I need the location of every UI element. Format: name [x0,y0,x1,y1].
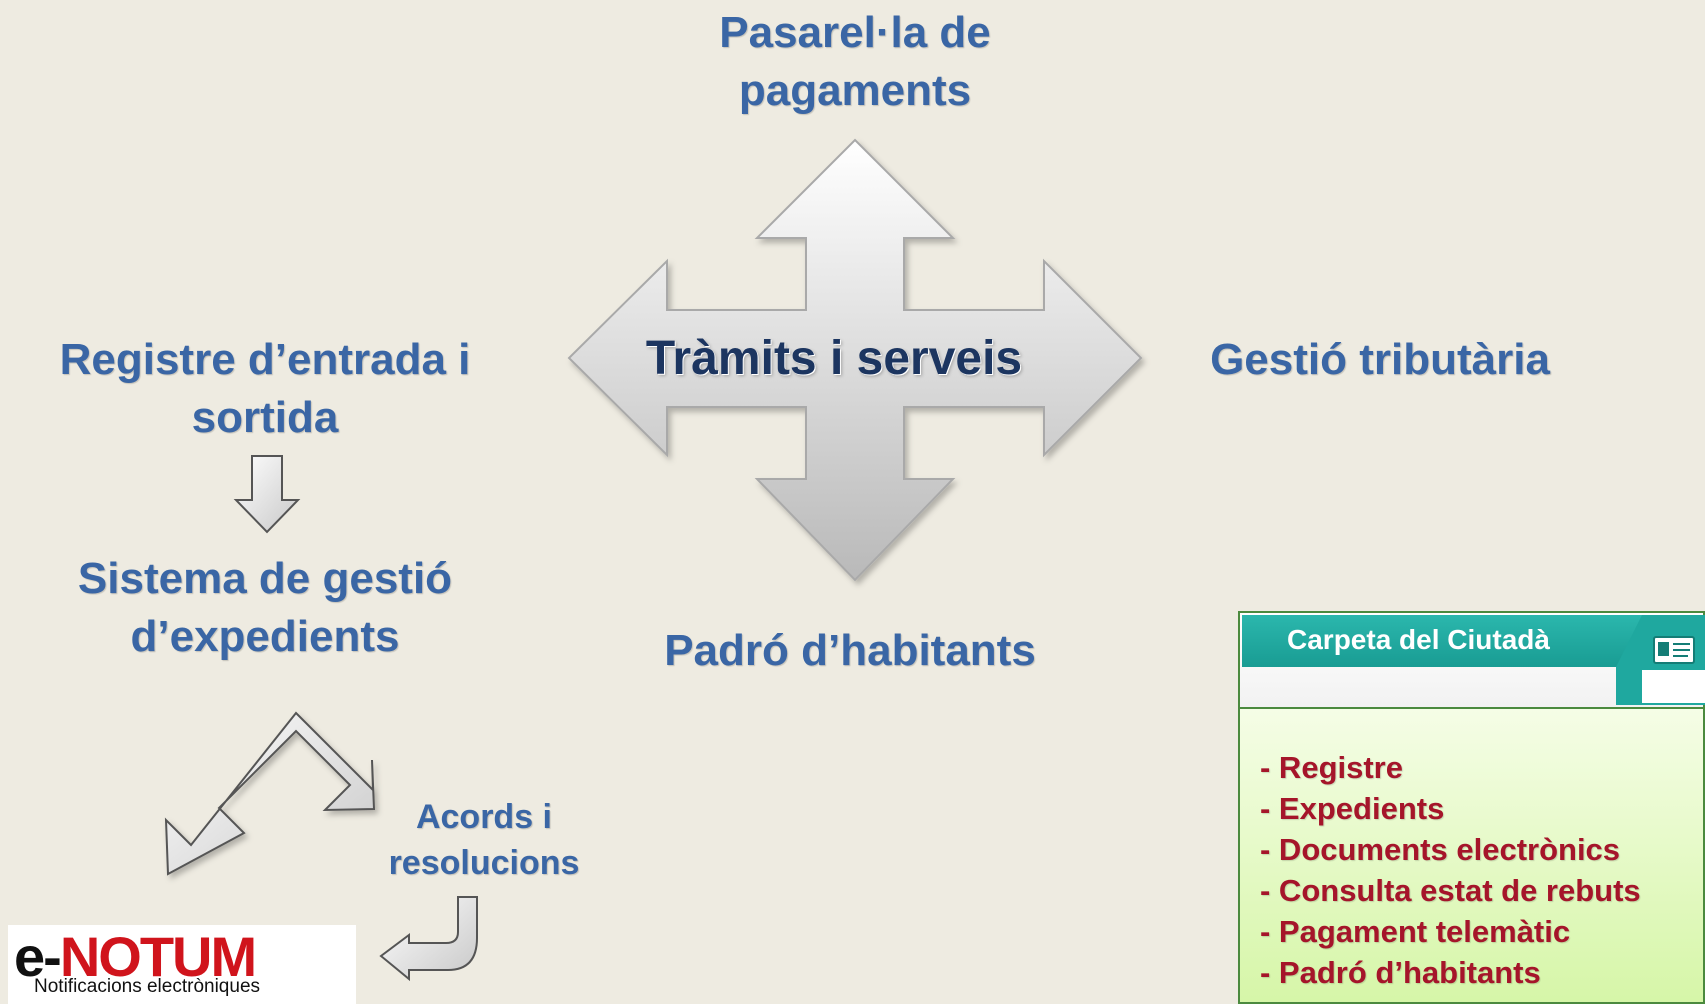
enotum-e: e [14,925,45,988]
folder-card-icon [1616,615,1705,705]
node-padro-habitants: Padró d’habitants [664,626,1036,675]
four-way-arrow [567,138,1143,582]
enotum-dash: - [43,925,62,988]
carpeta-header: Carpeta del Ciutadà [1238,611,1705,707]
carpeta-body: - Registre - Expedients - Documents elec… [1238,707,1705,1004]
node-sistema-gestio-expedients: Sistema de gestió d’expedients [77,554,453,661]
enotum-logo: e-NOTUM Notificacions electròniques [8,925,356,1004]
carpeta-item: - Expedients [1260,791,1445,826]
carpeta-item: - Registre [1260,750,1403,785]
down-arrow [233,455,301,534]
carpeta-ciutada-panel: Carpeta del Ciutadà - Registre - Expedie… [1238,611,1705,1004]
bent-double-arrow [164,711,376,876]
carpeta-item: - Consulta estat de rebuts [1260,873,1641,908]
carpeta-item: - Padró d’habitants [1260,955,1541,990]
node-pasarela-pagaments: Pasarel·la de pagaments [719,8,991,115]
node-registre-entrada-sortida: Registre d’entrada i sortida [59,335,471,442]
enotum-wordmark: e-NOTUM [14,929,257,985]
node-tramits-serveis: Tràmits i serveis [645,332,1023,385]
carpeta-item: - Documents electrònics [1260,832,1621,867]
node-acords-resolucions: Acords i resolucions [388,798,580,882]
enotum-subtitle: Notificacions electròniques [34,976,261,997]
carpeta-title: Carpeta del Ciutadà [1287,624,1550,655]
carpeta-list: - Registre - Expedients - Documents elec… [1260,747,1641,993]
node-gestio-tributaria: Gestió tributària [1210,335,1550,384]
enotum-notum: NOTUM [59,925,257,988]
carpeta-item: - Pagament telemàtic [1260,914,1571,949]
hook-arrow [379,896,478,982]
carpeta-tab: Carpeta del Ciutadà [1242,615,1642,667]
